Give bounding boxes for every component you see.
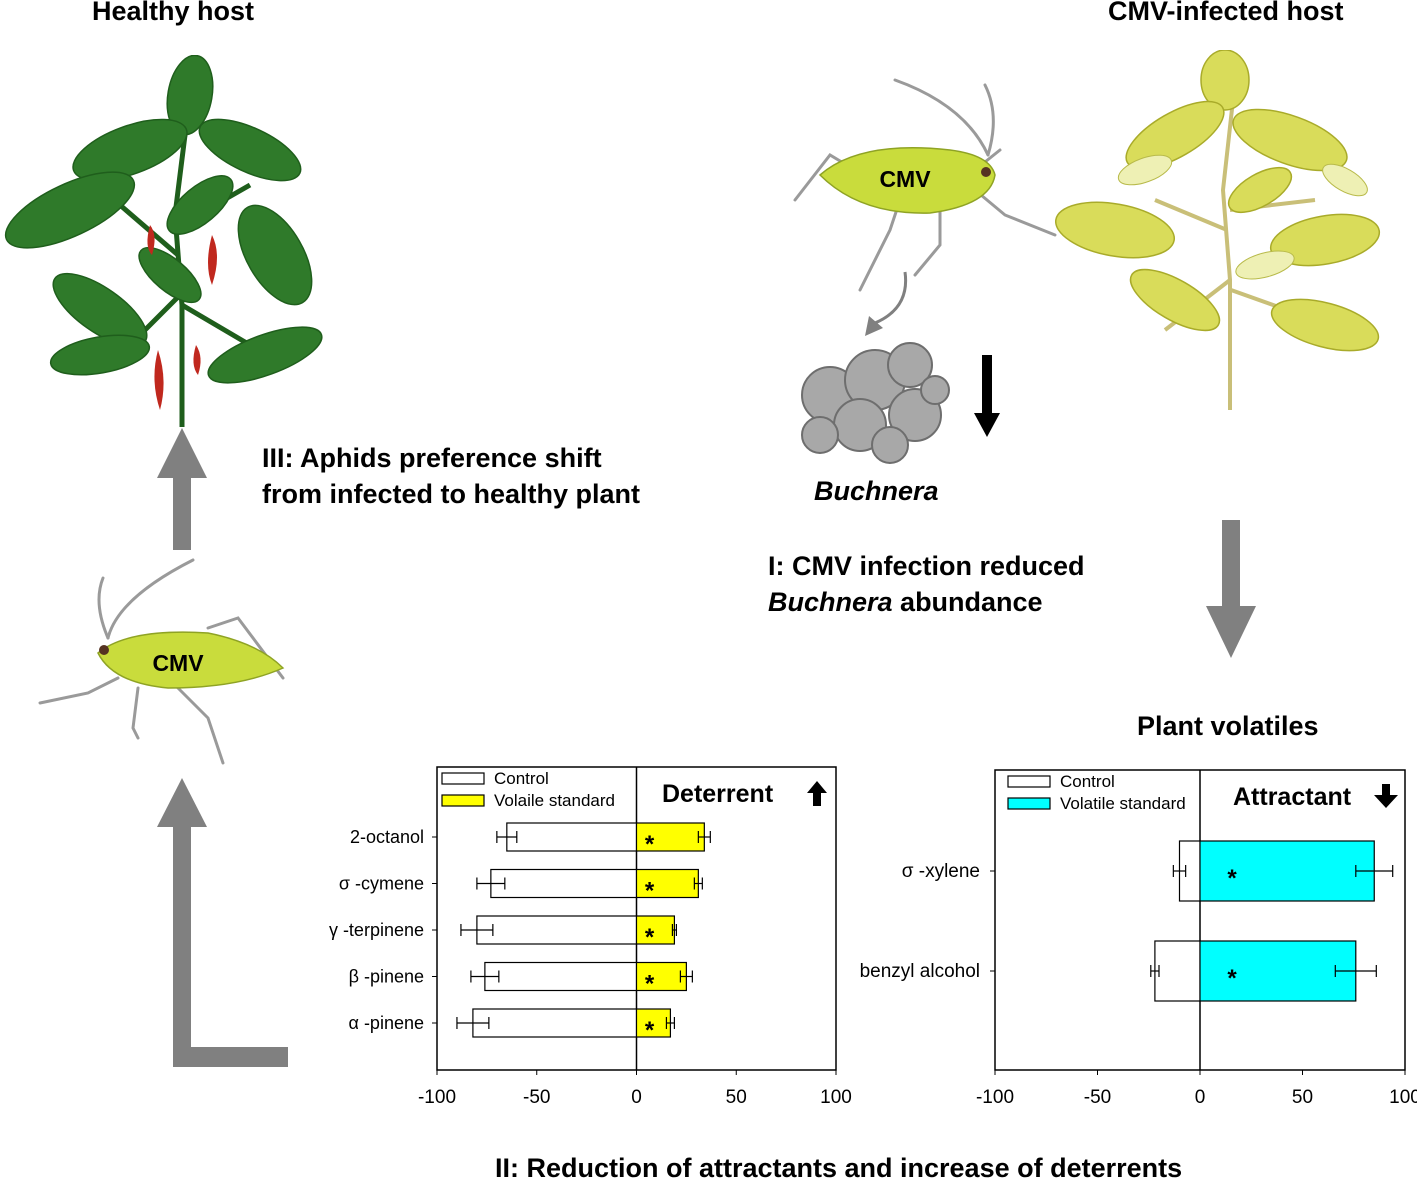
x-tick-label: 50 — [726, 1087, 747, 1108]
step1-caption-buchnera: Buchnera — [768, 587, 893, 617]
x-tick-label: -50 — [1084, 1087, 1111, 1108]
x-tick-label: -100 — [976, 1087, 1014, 1108]
healthy-host-title: Healthy host — [92, 0, 255, 26]
category-label: σ -xylene — [902, 861, 980, 882]
legend-label: Volaile standard — [494, 791, 615, 810]
category-label: benzyl alcohol — [860, 961, 980, 982]
aphid-left-label: CMV — [152, 650, 204, 676]
legend-label: Control — [494, 769, 549, 788]
category-label: α -pinene — [349, 1013, 424, 1033]
step3-caption-line1: III: Aphids preference shift — [262, 443, 602, 473]
significance-star: * — [645, 924, 655, 951]
bar-volatile — [1199, 840, 1375, 902]
arrow-up-icon-shaft — [813, 792, 821, 806]
arrow-down-to-volatiles-icon — [1206, 520, 1256, 658]
arrow-l-shaped-icon — [157, 778, 288, 1067]
plant-volatiles-label: Plant volatiles — [1137, 711, 1319, 741]
x-tick-label: 0 — [631, 1087, 642, 1108]
x-tick-label: 50 — [1292, 1087, 1313, 1108]
bar-control — [484, 961, 638, 992]
arrow-down-icon — [974, 355, 1000, 437]
arrow-down-icon — [1374, 795, 1398, 808]
bar-volatile — [635, 961, 687, 992]
legend-swatch — [441, 794, 485, 807]
buchnera-label: Buchnera — [814, 476, 939, 506]
arrow-down-icon-shaft — [1382, 784, 1390, 796]
step1-caption-rest: abundance — [892, 587, 1043, 617]
legend-swatch — [1007, 775, 1051, 788]
significance-star: * — [645, 831, 655, 858]
bar-control — [472, 1008, 638, 1038]
significance-star: * — [1227, 865, 1237, 892]
step3-caption-line2: from infected to healthy plant — [262, 479, 641, 509]
x-tick-label: 0 — [1195, 1087, 1206, 1108]
x-tick-label: -100 — [418, 1087, 456, 1108]
x-tick-label: -50 — [523, 1087, 550, 1108]
category-label: 2-octanol — [350, 827, 424, 847]
step2-caption: II: Reduction of attractants and increas… — [495, 1153, 1183, 1183]
significance-star: * — [645, 971, 655, 998]
bar-volatile — [635, 822, 705, 852]
x-tick-label: 100 — [1389, 1087, 1417, 1108]
category-label: β -pinene — [349, 967, 424, 987]
category-label: σ -cymene — [339, 874, 424, 894]
infected-pepper-plant-image — [1055, 50, 1381, 410]
chart-title: Attractant — [1233, 783, 1352, 811]
bar-control — [1154, 940, 1201, 1002]
significance-star: * — [645, 1017, 655, 1044]
significance-star: * — [645, 878, 655, 905]
arrow-up-icon — [807, 781, 827, 793]
bar-control — [490, 868, 638, 899]
legend-label: Control — [1060, 772, 1115, 791]
buchnera-cells-image — [801, 342, 950, 464]
step1-caption-line2: Buchnera abundance — [768, 584, 1043, 620]
aphid-top-image: CMV — [793, 78, 1057, 292]
chart-title: Deterrent — [662, 780, 774, 808]
legend-swatch — [1007, 797, 1051, 810]
bar-volatile — [1199, 940, 1357, 1002]
aphid-left-image: CMV — [38, 558, 285, 765]
bar-control — [476, 915, 638, 945]
bar-control — [506, 822, 638, 852]
legend-label: Volatile standard — [1060, 794, 1186, 813]
curved-arrow-icon — [865, 271, 908, 336]
legend-swatch — [441, 772, 485, 785]
infected-host-title: CMV-infected host — [1108, 0, 1344, 26]
significance-star: * — [1227, 965, 1237, 992]
category-label: γ -terpinene — [329, 920, 424, 940]
arrow-up-to-healthy-icon — [157, 428, 207, 550]
bar-volatile — [635, 915, 676, 945]
step1-caption-line1: I: CMV infection reduced — [768, 551, 1085, 581]
aphid-top-label: CMV — [879, 166, 931, 192]
bar-volatile — [635, 868, 699, 899]
healthy-pepper-plant-image — [4, 55, 323, 427]
x-tick-label: 100 — [820, 1087, 852, 1108]
